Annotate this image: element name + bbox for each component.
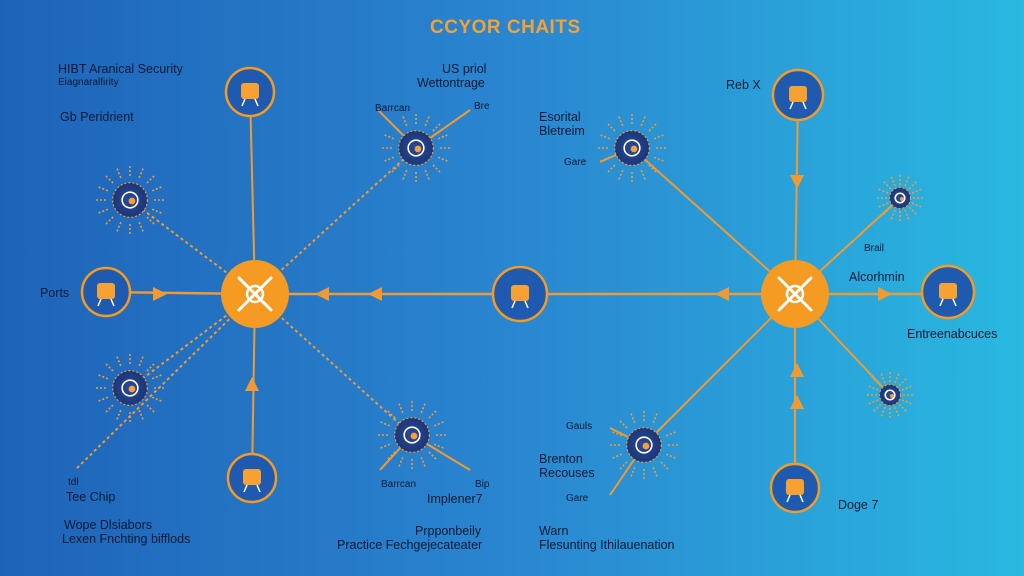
center-bucket-node[interactable] xyxy=(491,265,549,323)
small-right-bottom-node[interactable] xyxy=(867,372,913,418)
sunburst-rays xyxy=(96,354,164,422)
tag-gare: Gare xyxy=(564,157,587,168)
tag-barcan: Barrcan xyxy=(375,103,411,114)
small-right-top-node[interactable] xyxy=(877,175,923,221)
arrowhead-icon xyxy=(790,395,804,409)
tag-brail: Brail xyxy=(864,243,885,254)
label-bletreim: Bletreim xyxy=(539,124,585,138)
sun-top-mid-node[interactable] xyxy=(382,114,450,182)
laptop-icon xyxy=(939,283,957,307)
sunburst-rays xyxy=(610,411,678,479)
tag-bip: Bip xyxy=(475,479,490,490)
doge-node-node[interactable] xyxy=(769,462,821,514)
bucket-icon xyxy=(511,285,529,309)
arrowhead-icon xyxy=(715,287,729,301)
label-implener: Implener7 xyxy=(427,492,483,506)
label-us-priol: US priol xyxy=(442,62,487,76)
cup-icon xyxy=(241,83,259,107)
label-algorithm: Alcorhmin xyxy=(849,270,905,284)
chip-icon xyxy=(97,283,115,307)
hub-right-node[interactable] xyxy=(761,260,829,328)
nodes-layer xyxy=(80,66,976,514)
reb-x-node-node[interactable] xyxy=(771,68,825,122)
label-gb-resident: Gb Peridrient xyxy=(60,110,134,124)
arrowhead-icon xyxy=(790,175,804,189)
sun-bottom-left-node[interactable] xyxy=(96,354,164,422)
label-doge7: Doge 7 xyxy=(838,498,879,512)
sunburst-rays xyxy=(382,114,450,182)
label-tee-chip: Tee Chip xyxy=(66,490,116,504)
gear-icon xyxy=(635,436,653,454)
label-reb-x: Reb X xyxy=(726,78,761,92)
chef-icon xyxy=(243,469,261,493)
sunburst-rays xyxy=(378,401,446,469)
gear-icon xyxy=(121,191,139,209)
ports-node-node[interactable] xyxy=(80,266,132,318)
label-flesunting: Flesunting Ithilauenation xyxy=(539,538,675,552)
arrowhead-icon xyxy=(315,287,329,301)
laptop-node-node[interactable] xyxy=(920,264,976,320)
arrows-layer xyxy=(153,175,892,409)
connector-line xyxy=(643,293,796,446)
arrowhead-icon xyxy=(878,287,892,301)
label-lexen: Lexen Fnchting bifflods xyxy=(62,532,191,546)
sunburst-rays xyxy=(877,175,923,221)
diagram-title: CCYOR CHAITS xyxy=(430,17,581,38)
hub-left-node[interactable] xyxy=(221,260,289,328)
tag-bottom-left-mid: Barrcan xyxy=(381,479,417,490)
sun-bottom-right-node[interactable] xyxy=(610,411,678,479)
drone-icon xyxy=(789,86,807,110)
tee-chip-node-node[interactable] xyxy=(226,452,278,504)
tag-gauls: Gauls xyxy=(566,421,593,432)
gear-icon xyxy=(121,379,139,397)
label-esorital: Esorital xyxy=(539,110,581,124)
label-prpponbeily: Prpponbeily xyxy=(415,524,482,538)
sun-top-right-node[interactable] xyxy=(598,114,666,182)
label-practice: Practice Fechgejecateater xyxy=(337,538,483,552)
gear-icon xyxy=(623,139,641,157)
wrench-cross-icon xyxy=(237,276,273,312)
label-wope: Wope Dlsiabors xyxy=(64,518,153,532)
label-wettontrage: Wettontrage xyxy=(417,76,485,90)
gear-icon xyxy=(407,139,425,157)
sun-bottom-mid-node[interactable] xyxy=(378,401,446,469)
arrowhead-icon xyxy=(245,377,259,391)
label-ports: Ports xyxy=(40,286,70,300)
connector-line xyxy=(631,147,796,295)
gear-icon xyxy=(403,426,421,444)
top-cup-node[interactable] xyxy=(224,66,276,118)
sunburst-rays xyxy=(96,166,164,234)
arrowhead-icon xyxy=(790,363,804,377)
sunburst-rays xyxy=(867,372,913,418)
tag-bre: Bre xyxy=(474,101,490,112)
sunburst-rays xyxy=(598,114,666,182)
label-entrenabuces: Entreenabcuces xyxy=(907,327,998,341)
arrowhead-icon xyxy=(368,287,382,301)
connector-line xyxy=(74,293,256,471)
sun-top-left-node[interactable] xyxy=(96,166,164,234)
connector-line xyxy=(254,293,413,436)
connector-line xyxy=(254,147,417,295)
tag-tee-chip: tdl xyxy=(68,477,79,488)
label-top-left-sub: Eiagnaralfirity xyxy=(58,77,119,88)
wrench-cross-icon xyxy=(777,276,813,312)
drone-icon xyxy=(894,192,906,204)
tag-gare-2: Gare xyxy=(566,493,589,504)
label-brenton: Brenton xyxy=(539,452,583,466)
label-warn: Warn xyxy=(539,524,569,538)
arrowhead-icon xyxy=(153,287,167,301)
label-recouses: Recouses xyxy=(539,466,595,480)
label-top-left: HIBT Aranical Security xyxy=(58,62,183,76)
drone-icon xyxy=(884,389,896,401)
bell-icon xyxy=(786,479,804,503)
